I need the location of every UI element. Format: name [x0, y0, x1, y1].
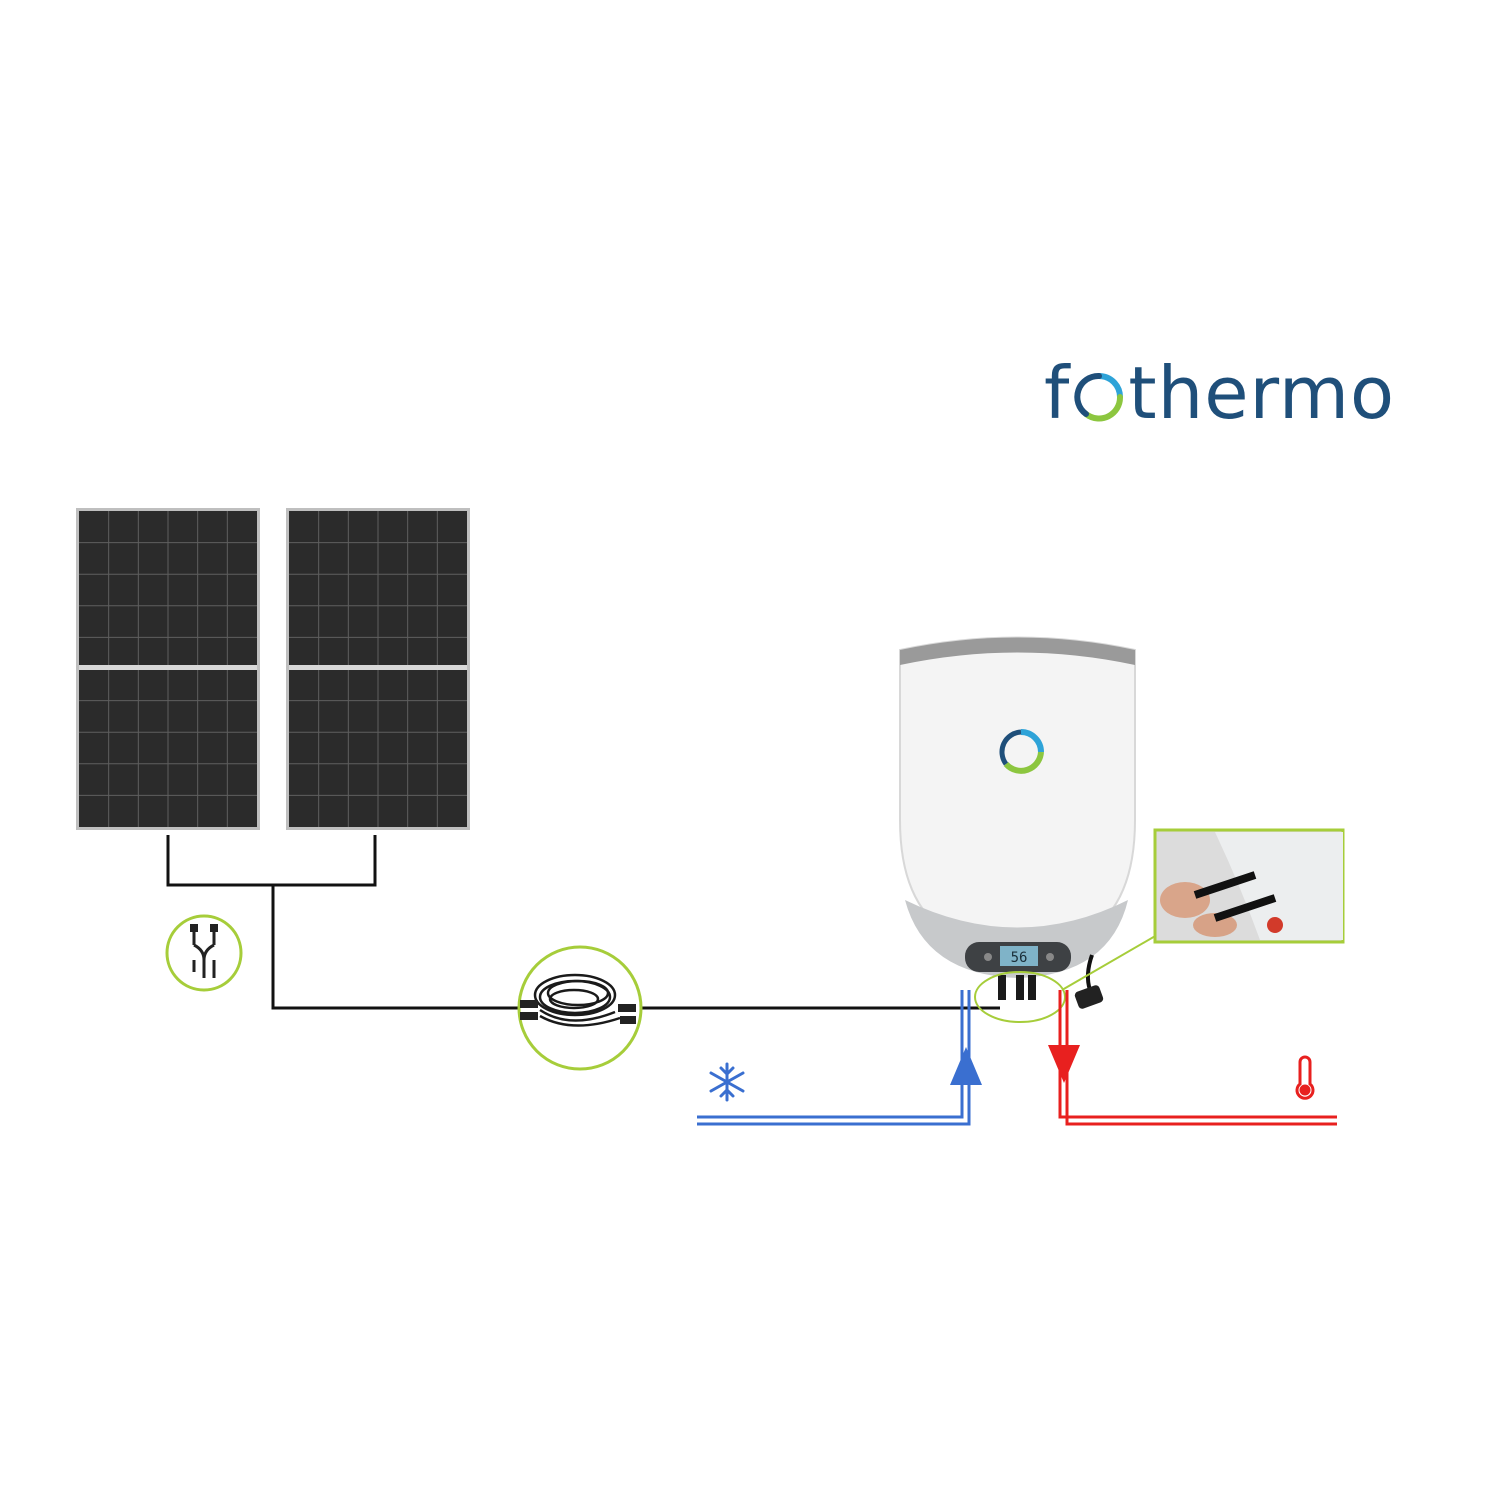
solar-panel-left	[76, 508, 260, 830]
snowflake-icon	[711, 1064, 743, 1100]
water-boiler	[900, 638, 1135, 979]
extension-cable-icon	[519, 947, 641, 1069]
connector-detail-photo	[1155, 830, 1343, 942]
arrow-down-icon	[1048, 1045, 1080, 1083]
boiler-connectors	[998, 975, 1036, 1000]
boiler-display-value: 56	[1011, 950, 1028, 966]
thermometer-icon	[1297, 1057, 1313, 1098]
hot-water-pipe	[1060, 990, 1337, 1124]
solar-panel-right	[286, 508, 470, 830]
arrow-up-icon	[950, 1047, 982, 1085]
cold-water-pipe	[697, 990, 969, 1124]
y-connector-icon	[167, 916, 241, 990]
